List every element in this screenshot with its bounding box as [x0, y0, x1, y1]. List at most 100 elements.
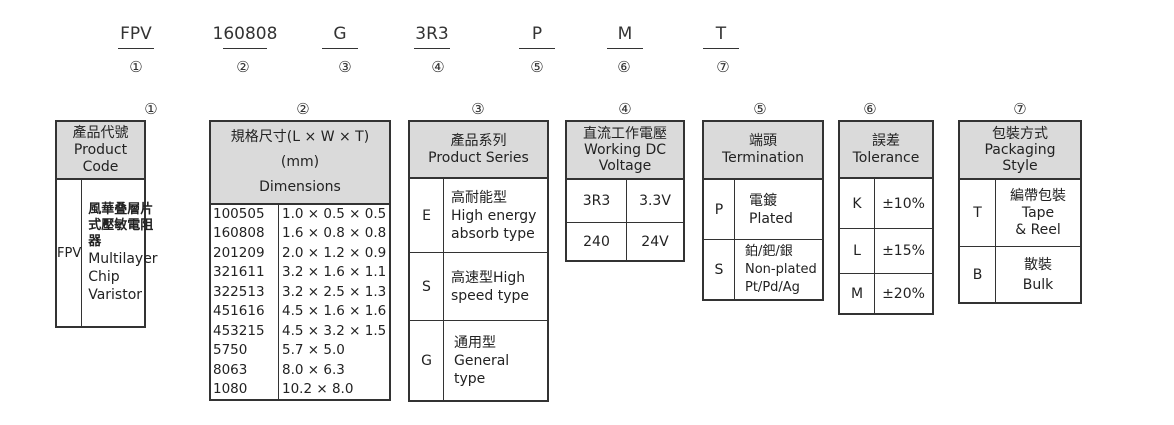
table-row: G 通用型 General type — [410, 320, 547, 400]
code-cell: M — [840, 274, 875, 313]
desc-zh: 高耐能型 — [451, 189, 507, 206]
code-text: FPV — [120, 24, 152, 44]
value-cell: 3.3V — [639, 193, 671, 209]
table-row: S 高速型High speed type — [410, 252, 547, 320]
segment-index: ⑦ — [716, 58, 730, 76]
desc-cell: 高耐能型 High energy absorb type — [444, 179, 547, 252]
code-cell: 3R3 — [567, 180, 627, 222]
code-text: G — [333, 24, 347, 44]
size-code: 321611 — [213, 264, 265, 280]
header-unit: (mm) — [280, 154, 320, 170]
size-code: 5750 — [213, 342, 248, 358]
table-index: ④ — [618, 100, 632, 118]
header-zh: 誤差 — [872, 132, 900, 149]
desc-zh: 高速型High — [451, 269, 526, 286]
size-code: 1080 — [213, 381, 248, 397]
code-cell: L — [840, 229, 875, 273]
table-row: E 高耐能型 High energy absorb type — [410, 179, 547, 252]
desc-cell: 編帶包裝 Tape & Reel — [996, 180, 1080, 246]
size-value: 8.0 × 6.3 — [282, 361, 345, 378]
desc-cell: 高速型High speed type — [444, 253, 547, 320]
size-code: 453215 — [213, 322, 265, 339]
code-text: 160808 — [212, 24, 278, 44]
code-cell: K — [840, 179, 875, 228]
code-segment: 3R3 — [387, 24, 477, 49]
table-index: ① — [144, 100, 158, 118]
desc-en: speed type — [451, 287, 530, 304]
code-segment: 160808 — [200, 24, 290, 49]
product-code-table: 產品代號 Product Code FPV 風華叠層片式壓敏電阻器 Multil… — [55, 120, 158, 328]
desc-en: Varistor — [88, 287, 143, 303]
code-text: M — [617, 24, 633, 44]
header-zh: 直流工作電壓 — [583, 126, 667, 142]
desc-zh: 電鍍 — [749, 192, 777, 209]
segment-index: ② — [236, 58, 250, 76]
header-zh: 規格尺寸(L × W × T) — [230, 129, 370, 145]
value-cell: ±20% — [882, 285, 925, 302]
desc-en: type — [454, 370, 486, 387]
code-text: T — [715, 24, 727, 44]
desc-zh: 通用型 — [454, 334, 496, 351]
size-value: 4.5 × 3.2 × 1.5 — [282, 322, 387, 339]
table-index: ⑤ — [753, 100, 767, 118]
packaging-table: 包裝方式 Packaging Style T 編帶包裝 Tape & Reel … — [958, 120, 1082, 304]
size-value: 5.7 × 5.0 — [282, 342, 345, 358]
header-zh: 產品系列 — [450, 132, 507, 149]
desc-zh: 鉑/鈀/銀 — [745, 243, 793, 259]
header-en: Product Series — [428, 149, 529, 166]
segment-index: ④ — [431, 58, 445, 76]
header-zh: 端頭 — [749, 133, 777, 149]
desc-cell: 散裝 Bulk — [996, 247, 1080, 302]
value-cell: ±10% — [882, 195, 925, 212]
table-row: 3R3 3.3V — [567, 180, 683, 222]
table-row: FPV 風華叠層片式壓敏電阻器 Multilayer Chip Varistor — [57, 180, 158, 326]
table-row: L ±15% — [840, 228, 932, 273]
table-row: T 編帶包裝 Tape & Reel — [960, 180, 1080, 246]
code-text: 3R3 — [415, 24, 449, 44]
desc-en: General — [454, 352, 510, 369]
table-header: 產品系列 Product Series — [410, 122, 547, 179]
desc-en: High energy — [451, 207, 537, 224]
header-en: Style — [1002, 158, 1038, 174]
table-header: 規格尺寸(L × W × T) (mm) Dimensions — [211, 122, 389, 205]
product-series-table: 產品系列 Product Series E 高耐能型 High energy a… — [408, 120, 549, 402]
size-value: 3.2 × 2.5 × 1.3 — [282, 283, 387, 300]
size-code: 201209 — [213, 244, 265, 261]
desc-cell: 鉑/鈀/銀 Non-plated Pt/Pd/Ag — [735, 240, 822, 299]
size-code: 100505 — [213, 205, 265, 222]
table-row: 240 24V — [567, 222, 683, 260]
segment-index: ⑥ — [617, 58, 631, 76]
voltage-table: 直流工作電壓 Working DC Voltage 3R3 3.3V 240 2… — [565, 120, 685, 262]
code-segment: P — [492, 24, 582, 49]
size-code: 322513 — [213, 283, 265, 300]
desc-en: Tape — [1021, 204, 1055, 221]
segment-index: ③ — [338, 58, 352, 76]
table-header: 包裝方式 Packaging Style — [960, 122, 1080, 180]
code-segment: G — [295, 24, 385, 49]
header-en: Voltage — [598, 158, 652, 174]
desc-en: Non-plated — [745, 261, 817, 277]
desc-cell: 風華叠層片式壓敏電阻器 Multilayer Chip Varistor — [82, 180, 164, 326]
table-row: K ±10% — [840, 179, 932, 228]
size-value: 4.5 × 1.6 × 1.6 — [282, 303, 387, 319]
segment-index: ① — [129, 58, 143, 76]
code-cell: P — [704, 180, 735, 239]
tolerance-table: 誤差 Tolerance K ±10% L ±15% M ±20% — [838, 120, 934, 315]
code-cell: T — [960, 180, 996, 246]
table-row: M ±20% — [840, 273, 932, 313]
table-header: 誤差 Tolerance — [840, 122, 932, 179]
termination-table: 端頭 Termination P 電鍍 Plated S 鉑/鈀/銀 Non-p… — [702, 120, 824, 301]
desc-en: & Reel — [1015, 221, 1061, 238]
code-text: P — [531, 24, 543, 44]
code-segment: T — [676, 24, 766, 49]
header-en: Dimensions — [259, 179, 341, 195]
code-cell: 240 — [567, 223, 627, 260]
table-index: ⑥ — [863, 100, 877, 118]
code-cell: B — [960, 247, 996, 302]
header-zh: 包裝方式 — [992, 126, 1048, 142]
header-en: Tolerance — [852, 149, 920, 166]
code-segment: M — [580, 24, 670, 49]
desc-en: Chip — [88, 269, 120, 285]
